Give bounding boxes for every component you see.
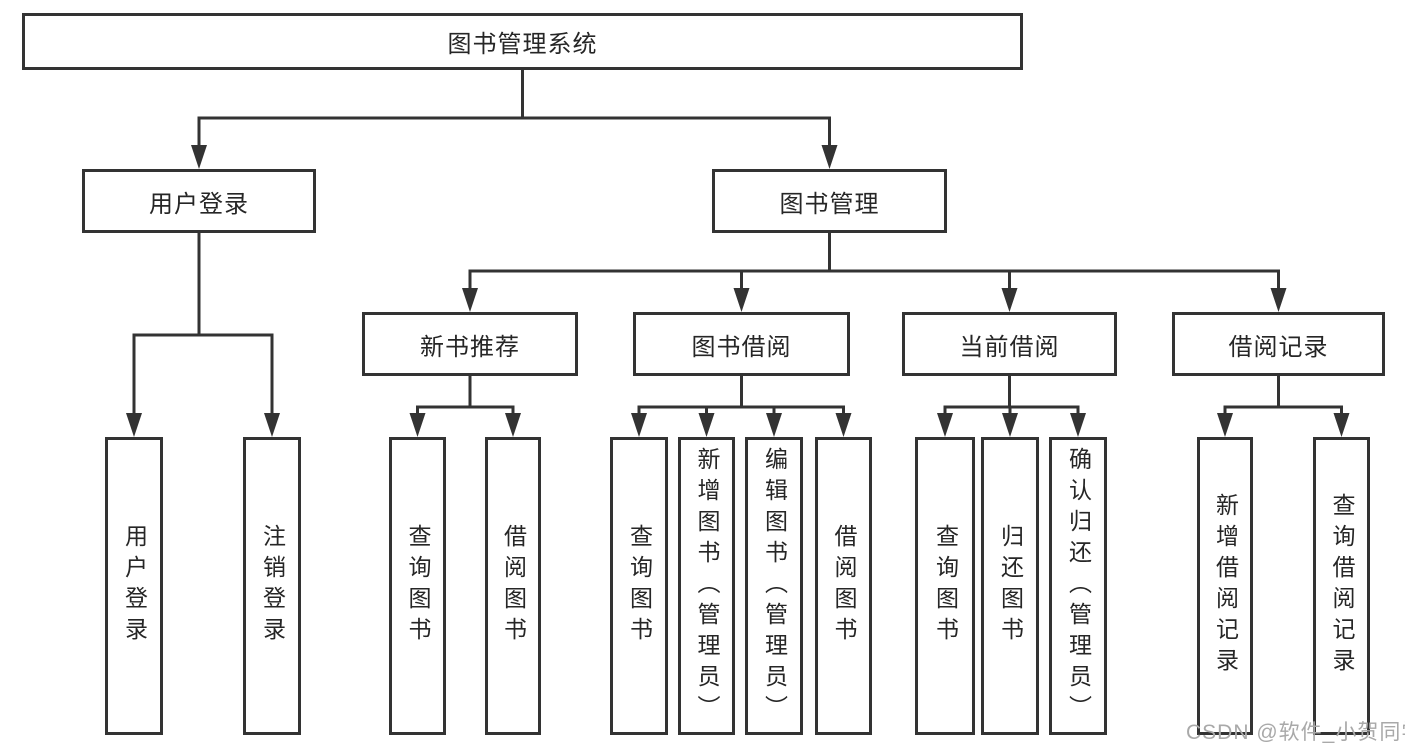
node-add-books-admin: 新增图书（管理员） — [678, 437, 735, 735]
node-label: 归还图书 — [997, 524, 1024, 648]
node-user-login: 用户登录 — [105, 437, 163, 735]
node-label: 新增图书（管理员） — [694, 446, 720, 726]
node-query-books-2: 查询图书 — [610, 437, 668, 735]
node-label: 图书管理系统 — [447, 31, 598, 58]
arrowhead-icon — [937, 413, 953, 437]
arrowhead-icon — [698, 413, 715, 437]
node-query-books-1: 查询图书 — [389, 437, 446, 735]
node-label: 注销登录 — [259, 524, 286, 648]
node-edit-books-admin: 编辑图书（管理员） — [745, 437, 803, 735]
node-borrow-books-1: 借阅图书 — [485, 437, 541, 735]
node-label: 借阅图书 — [831, 524, 857, 648]
node-label: 查询借阅记录 — [1329, 493, 1355, 679]
arrowhead-icon — [835, 413, 852, 437]
arrowhead-icon — [1070, 413, 1086, 437]
node-label: 新增借阅记录 — [1212, 493, 1239, 679]
watermark: CSDN @软件_小贺同学 — [1186, 721, 1405, 744]
arrowhead-icon — [409, 413, 426, 437]
arrowhead-icon — [821, 145, 838, 169]
node-current-borrow: 当前借阅 — [902, 312, 1117, 376]
node-label: 编辑图书（管理员） — [761, 446, 788, 726]
node-book-mgmt-branch: 图书管理 — [712, 169, 947, 233]
arrowhead-icon — [733, 288, 750, 312]
node-label: 查询图书 — [932, 524, 959, 648]
node-new-book-rec: 新书推荐 — [362, 312, 578, 376]
node-label: 用户登录 — [121, 524, 148, 648]
arrowhead-icon — [1333, 413, 1350, 437]
node-label: 用户登录 — [149, 190, 249, 218]
node-root: 图书管理系统 — [22, 13, 1023, 70]
node-label: 图书借阅 — [691, 333, 792, 361]
node-query-books-3: 查询图书 — [915, 437, 975, 735]
node-label: 确认归还（管理员） — [1065, 446, 1092, 726]
arrowhead-icon — [631, 413, 647, 437]
node-user-login-branch: 用户登录 — [82, 169, 316, 233]
arrowhead-icon — [126, 413, 142, 437]
arrowhead-icon — [505, 413, 521, 437]
node-label: 当前借阅 — [959, 333, 1060, 361]
node-logout: 注销登录 — [243, 437, 301, 735]
node-book-borrow: 图书借阅 — [633, 312, 850, 376]
node-query-borrow-record: 查询借阅记录 — [1313, 437, 1370, 735]
arrowhead-icon — [264, 413, 280, 437]
arrowhead-icon — [1002, 413, 1018, 437]
arrowhead-icon — [1270, 288, 1287, 312]
arrowhead-icon — [191, 145, 207, 169]
node-borrow-record: 借阅记录 — [1172, 312, 1385, 376]
node-label: 查询图书 — [405, 524, 431, 648]
node-label: 借阅记录 — [1228, 333, 1329, 361]
node-add-borrow-record: 新增借阅记录 — [1197, 437, 1253, 735]
node-return-books: 归还图书 — [981, 437, 1039, 735]
arrowhead-icon — [1217, 413, 1233, 437]
node-label: 新书推荐 — [420, 333, 520, 361]
arrowhead-icon — [1001, 288, 1018, 312]
arrowhead-icon — [462, 288, 478, 312]
node-label: 借阅图书 — [500, 524, 527, 648]
node-borrow-books-2: 借阅图书 — [815, 437, 872, 735]
node-confirm-return-admin: 确认归还（管理员） — [1049, 437, 1107, 735]
node-label: 查询图书 — [626, 524, 653, 648]
node-label: 图书管理 — [779, 190, 880, 218]
arrowhead-icon — [766, 413, 782, 437]
